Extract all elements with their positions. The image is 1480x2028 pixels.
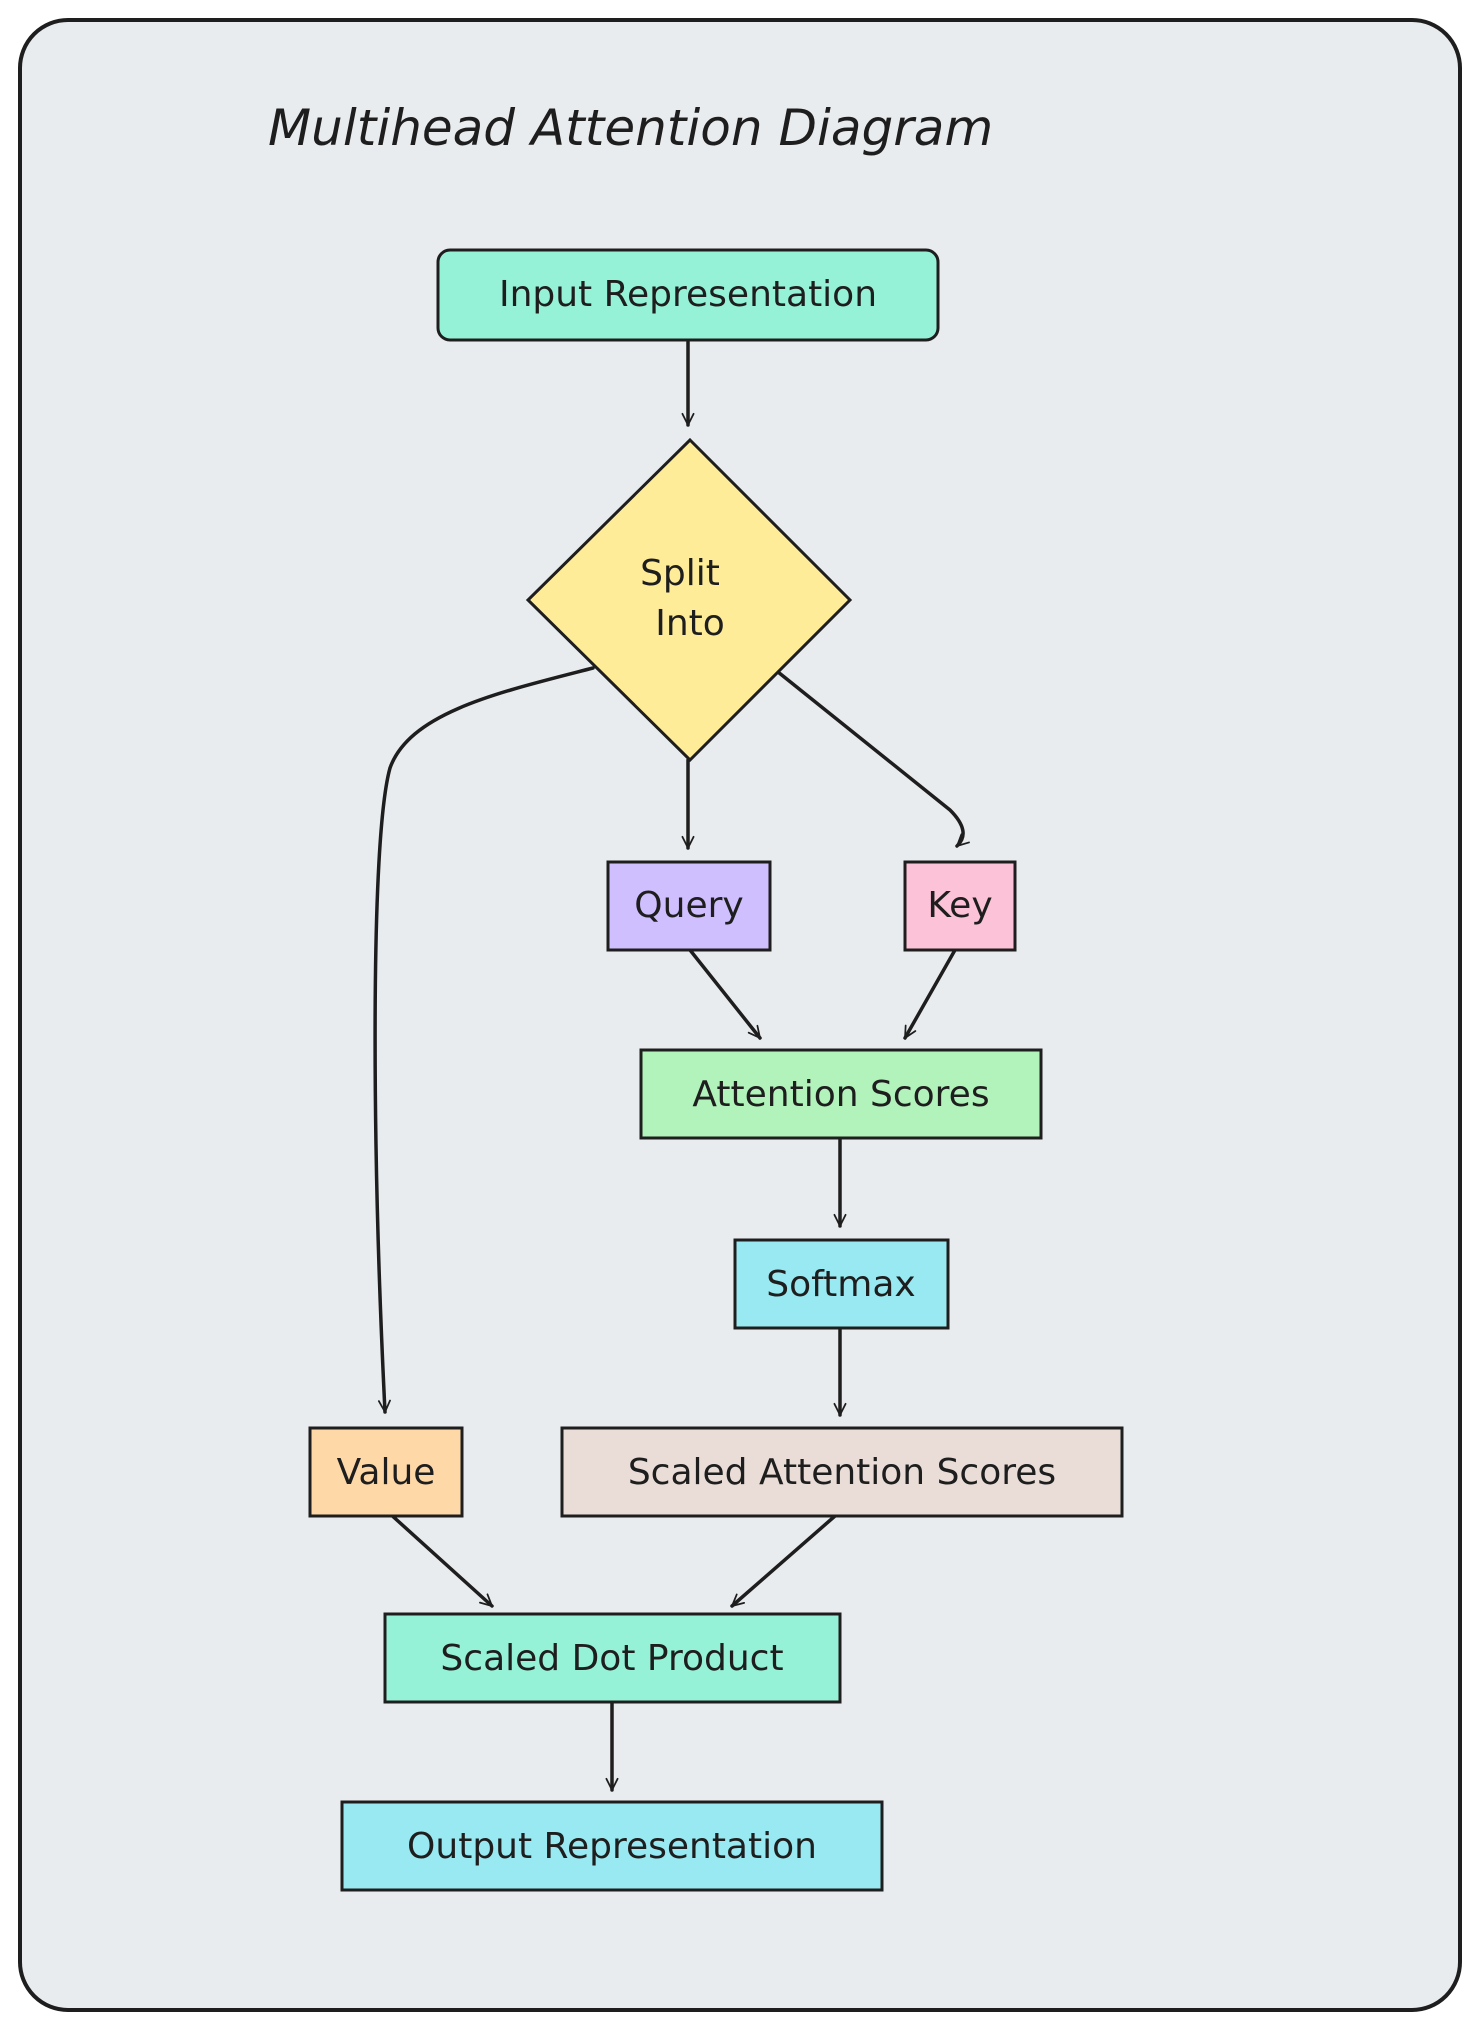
node-scaled-dot-product[interactable]: Scaled Dot Product — [383, 1612, 842, 1704]
edge-scaled-attention-scores-to-scaled-dot-product — [730, 1514, 837, 1608]
node-scaled-attention-scores-label: Scaled Attention Scores — [628, 1452, 1056, 1493]
node-key[interactable]: Key — [903, 860, 1017, 952]
node-softmax-box — [733, 1238, 950, 1330]
node-value-label: Value — [337, 1452, 436, 1493]
node-softmax[interactable]: Softmax — [733, 1238, 950, 1330]
node-query-label: Query — [634, 885, 743, 926]
node-scaled-dot-product-label: Scaled Dot Product — [440, 1638, 783, 1679]
node-attention-scores[interactable]: Attention Scores — [639, 1048, 1043, 1140]
node-value[interactable]: Value — [308, 1426, 464, 1518]
node-split-into-label-line2: Into — [655, 603, 725, 644]
node-attention-scores-label: Attention Scores — [692, 1074, 989, 1115]
node-attention-scores-box — [639, 1048, 1043, 1140]
node-query[interactable]: Query — [606, 860, 772, 952]
node-output-representation[interactable]: Output Representation — [340, 1800, 884, 1892]
node-scaled-dot-product-box — [383, 1612, 842, 1704]
edge-query-to-attention-scores — [688, 948, 762, 1040]
node-split-into-label-line1: Split — [640, 553, 720, 594]
diagram-title: Multihead Attention Diagram — [268, 99, 993, 157]
edge-split-to-value — [373, 666, 595, 1414]
node-output-representation-label: Output Representation — [407, 1826, 817, 1867]
node-split-into[interactable]: Split Into — [525, 437, 853, 763]
node-split-into-diamond — [525, 437, 853, 763]
node-query-box — [606, 860, 772, 952]
edge-split-to-key — [776, 670, 970, 848]
edge-value-to-scaled-dot-product — [386, 1510, 494, 1608]
node-output-representation-box — [340, 1800, 884, 1892]
node-input-representation-box — [436, 248, 940, 342]
node-input-representation[interactable]: Input Representation — [436, 248, 940, 342]
node-scaled-attention-scores-box — [560, 1426, 1124, 1518]
node-value-box — [308, 1426, 464, 1518]
node-input-representation-label: Input Representation — [499, 274, 877, 315]
edge-key-to-attention-scores — [903, 948, 957, 1040]
node-scaled-attention-scores[interactable]: Scaled Attention Scores — [560, 1426, 1124, 1518]
node-key-label: Key — [927, 885, 992, 926]
node-softmax-label: Softmax — [766, 1264, 915, 1305]
edges — [373, 340, 970, 1792]
node-key-box — [903, 860, 1017, 952]
